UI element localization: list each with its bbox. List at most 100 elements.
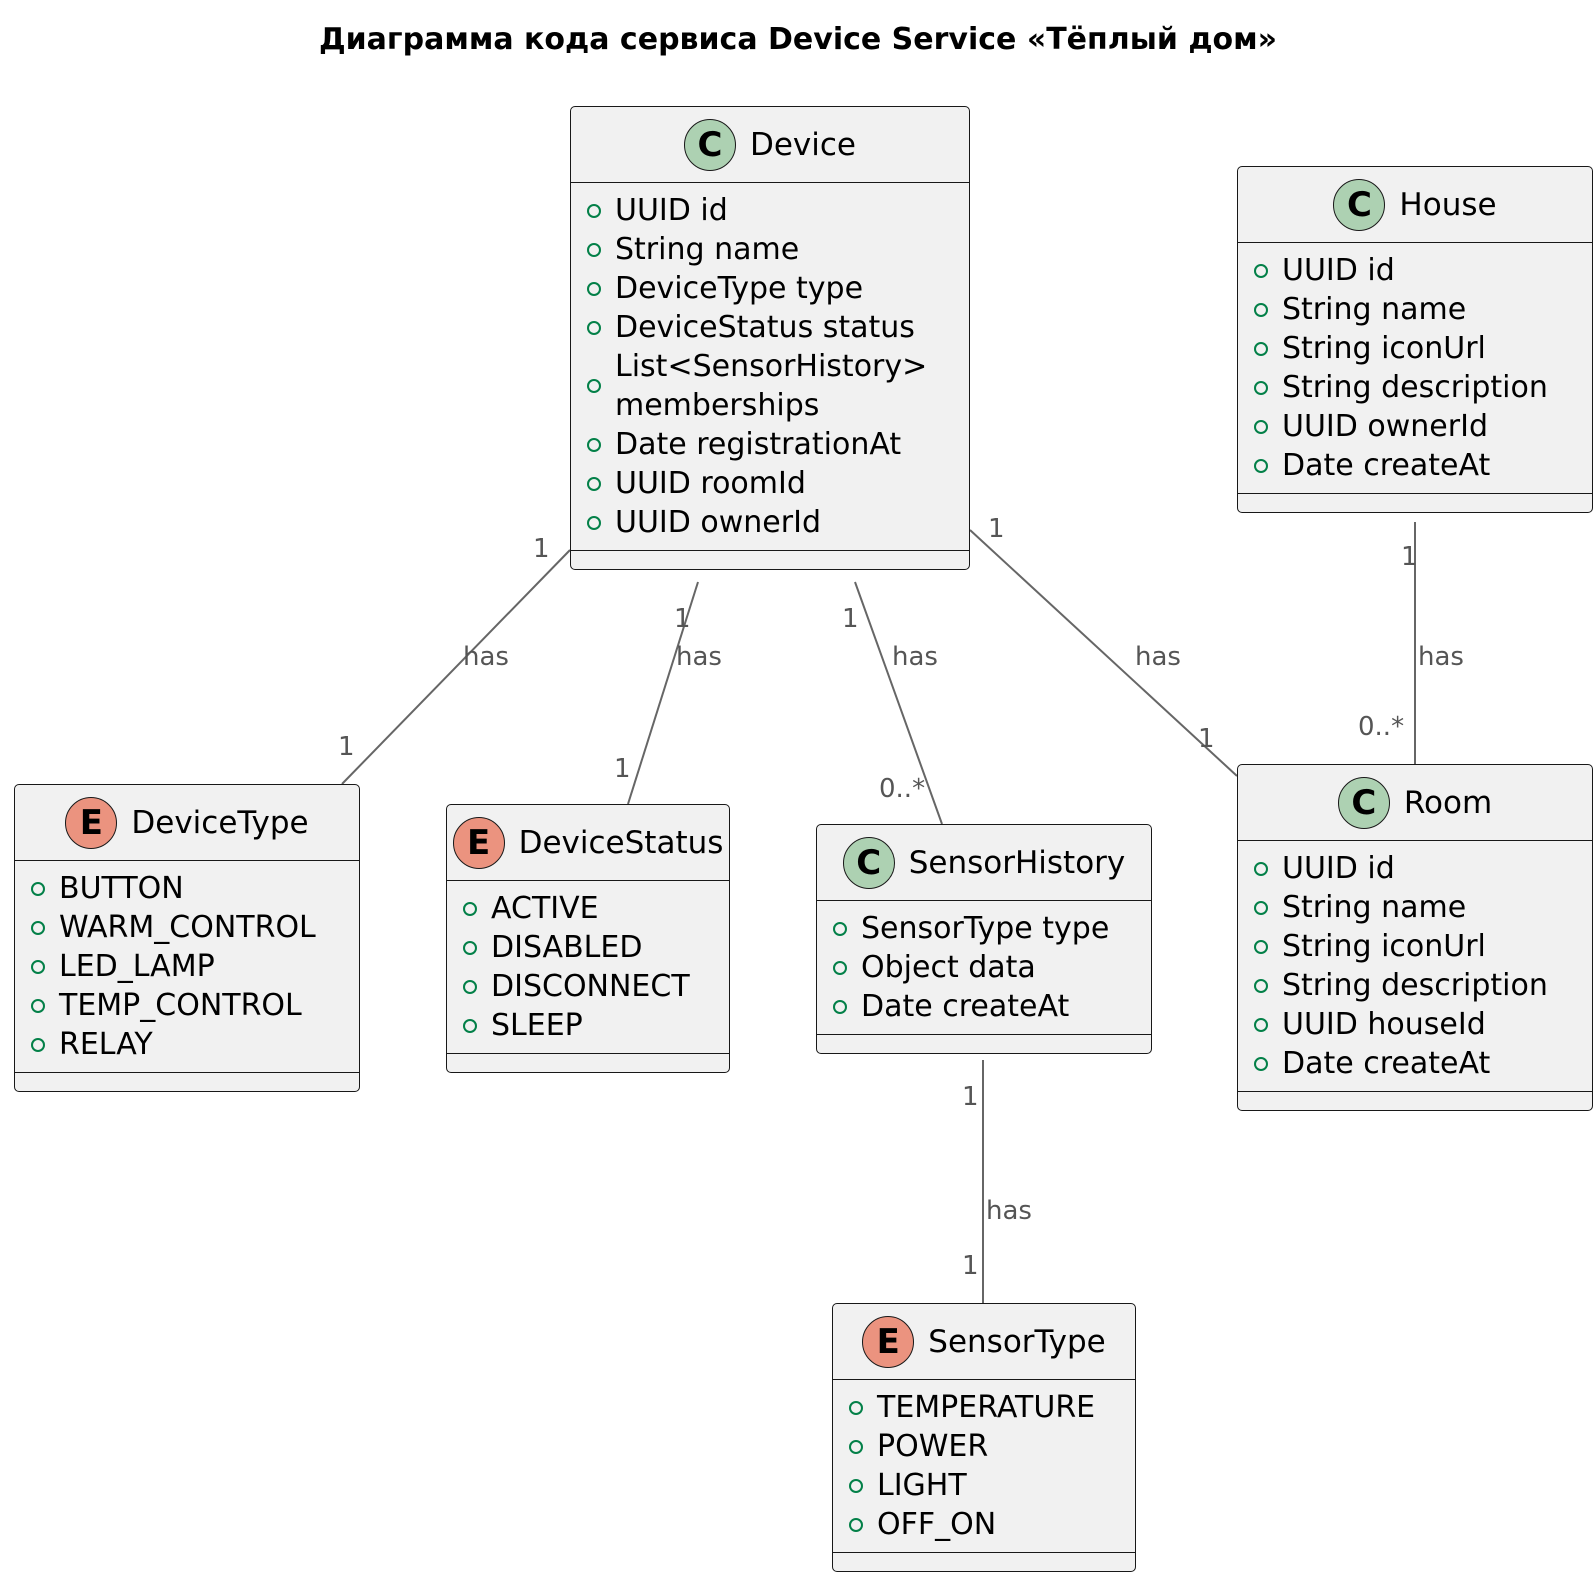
multiplicity-label: 1 (988, 514, 1005, 544)
public-visibility-icon (1254, 978, 1268, 993)
entity-field: RELAY (31, 1025, 349, 1064)
field-text: OFF_ON (877, 1507, 997, 1542)
entity-field: SLEEP (463, 1006, 719, 1045)
entity-field: TEMP_CONTROL (31, 986, 349, 1025)
entity-methods (447, 1054, 729, 1072)
entity-field: String name (1254, 290, 1582, 329)
field-text: UUID id (1282, 851, 1395, 886)
class-stereotype-icon: C (1333, 178, 1386, 231)
entity-field: SensorType type (833, 909, 1141, 948)
entity-field: UUID roomId (587, 464, 959, 503)
public-visibility-icon (587, 203, 601, 218)
multiplicity-label: 0..* (879, 774, 926, 804)
entity-field: List<SensorHistory> memberships (587, 347, 959, 425)
field-text: String name (615, 232, 800, 267)
field-text: SLEEP (491, 1008, 583, 1043)
entity-field: UUID ownerId (1254, 407, 1582, 446)
public-visibility-icon (849, 1439, 863, 1454)
multiplicity-label: 1 (674, 604, 691, 634)
relation-label: has (986, 1196, 1032, 1226)
entity-methods (817, 1035, 1151, 1053)
public-visibility-icon (463, 940, 477, 955)
entity-header: C House (1238, 167, 1592, 243)
field-text: TEMP_CONTROL (59, 988, 302, 1023)
class-stereotype-icon: C (1337, 776, 1390, 829)
enum-stereotype-icon: E (862, 1315, 915, 1368)
field-text: LED_LAMP (59, 949, 215, 984)
field-text: Object data (861, 950, 1036, 985)
enum-stereotype-icon: E (65, 796, 118, 849)
entity-field: String iconUrl (1254, 329, 1582, 368)
relation-label: has (463, 642, 509, 672)
relation-label: has (1418, 642, 1464, 672)
public-visibility-icon (587, 281, 601, 296)
public-visibility-icon (463, 901, 477, 916)
field-text: String description (1282, 968, 1548, 1003)
field-text: Date createAt (1282, 448, 1491, 483)
public-visibility-icon (587, 379, 601, 393)
public-visibility-icon (849, 1478, 863, 1493)
field-text: DeviceType type (615, 271, 864, 306)
multiplicity-label: 1 (962, 1251, 979, 1281)
field-text: LIGHT (877, 1468, 967, 1503)
multiplicity-label: 1 (338, 732, 355, 762)
public-visibility-icon (1254, 341, 1268, 356)
entity-field: DeviceStatus status (587, 308, 959, 347)
public-visibility-icon (31, 959, 45, 974)
field-text: DISABLED (491, 930, 643, 965)
public-visibility-icon (31, 1037, 45, 1052)
field-text: List<SensorHistory> memberships (615, 349, 928, 423)
multiplicity-label: 1 (533, 534, 550, 564)
field-text: DISCONNECT (491, 969, 690, 1004)
entity-name: Room (1403, 784, 1493, 821)
entity-field: DISCONNECT (463, 967, 719, 1006)
entity-field: Object data (833, 948, 1141, 987)
public-visibility-icon (1254, 1017, 1268, 1032)
field-text: UUID roomId (615, 466, 806, 501)
entity-field: BUTTON (31, 869, 349, 908)
field-text: UUID houseId (1282, 1007, 1486, 1042)
field-text: UUID id (615, 193, 728, 228)
entity-field: String name (587, 230, 959, 269)
entity-field: String name (1254, 888, 1582, 927)
public-visibility-icon (463, 1018, 477, 1033)
public-visibility-icon (31, 881, 45, 896)
entity-field: TEMPERATURE (849, 1388, 1125, 1427)
entity-methods (571, 551, 969, 569)
public-visibility-icon (31, 998, 45, 1013)
public-visibility-icon (31, 920, 45, 935)
multiplicity-label: 1 (962, 1082, 979, 1112)
entity-field: Date createAt (1254, 1044, 1582, 1083)
public-visibility-icon (587, 515, 601, 530)
entity-name: House (1399, 186, 1497, 223)
field-text: RELAY (59, 1027, 153, 1062)
multiplicity-label: 1 (614, 754, 631, 784)
class-stereotype-icon: C (842, 836, 895, 889)
entity-field: UUID id (1254, 849, 1582, 888)
entity-field: String iconUrl (1254, 927, 1582, 966)
enum-stereotype-icon: E (452, 816, 505, 869)
public-visibility-icon (849, 1517, 863, 1532)
entity-field: WARM_CONTROL (31, 908, 349, 947)
relation-label: has (676, 642, 722, 672)
entity-field: POWER (849, 1427, 1125, 1466)
field-text: WARM_CONTROL (59, 910, 316, 945)
relation-line-device-device_type (341, 549, 571, 785)
entity-field: Date registrationAt (587, 425, 959, 464)
entity-header: C Room (1238, 765, 1592, 841)
field-text: TEMPERATURE (877, 1390, 1096, 1425)
entity-field: Date createAt (1254, 446, 1582, 485)
